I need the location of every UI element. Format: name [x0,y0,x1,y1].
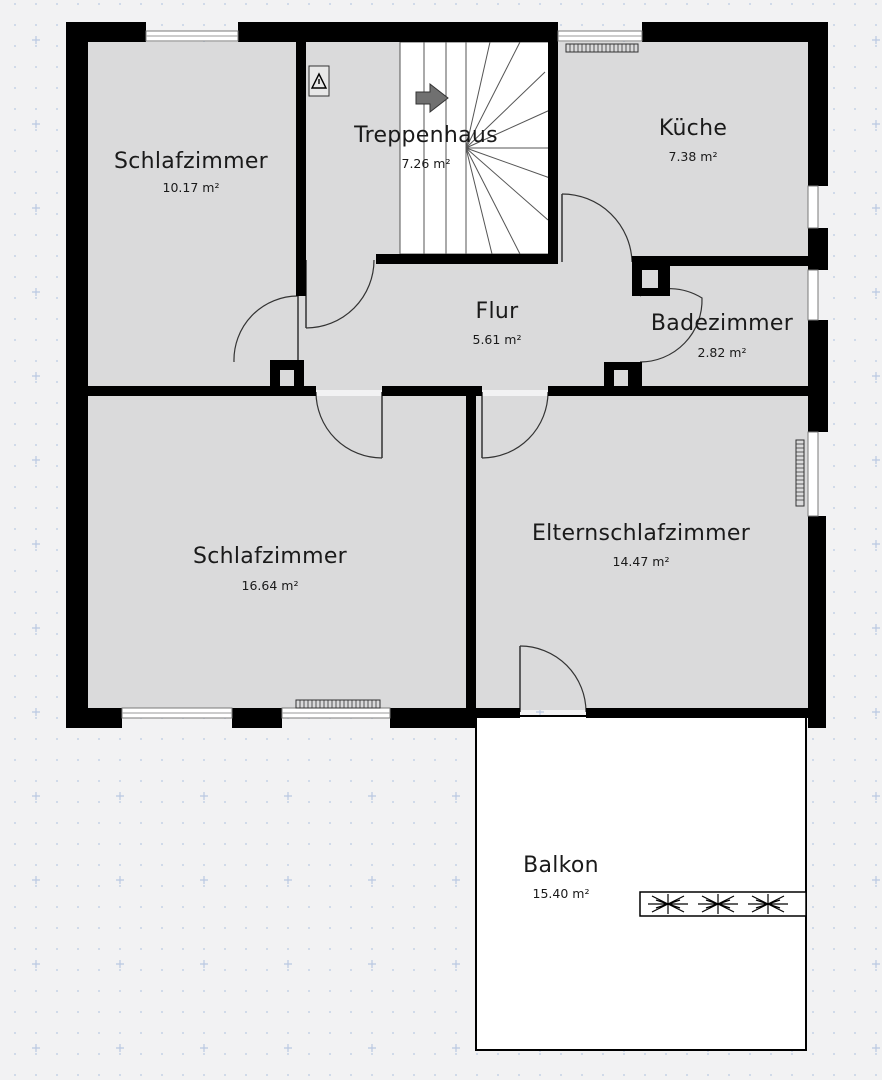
window-eltern [807,431,819,517]
room-name-elternschlafzimmer: Elternschlafzimmer [532,521,751,546]
floor-kueche [556,42,808,256]
walls [66,22,828,728]
floor-flur [298,256,640,390]
room-name-badezimmer: Badezimmer [651,311,794,336]
floor-schlafzimmer-2 [88,396,466,710]
window-kueche-right [807,185,819,229]
room-name-treppenhaus: Treppenhaus [353,123,498,148]
plant-planter-icon [639,891,807,917]
warning-triangle-icon [308,65,330,97]
room-area-badezimmer: 2.82 m² [698,345,747,360]
room-name-flur: Flur [476,299,520,324]
floor-elternschlafzimmer [476,396,808,710]
room-area-kueche: 7.38 m² [669,149,718,164]
room-area-elternschlafzimmer: 14.47 m² [613,554,670,569]
room-name-kueche: Küche [659,116,727,141]
room-area-schlafzimmer-2: 16.64 m² [242,578,299,593]
windows [121,30,819,719]
room-labels: Schlafzimmer 10.17 m² Treppenhaus 7.26 m… [114,116,794,901]
room-name-schlafzimmer-2: Schlafzimmer [193,544,348,569]
radiators [295,43,805,709]
arrow-right-icon [415,82,449,114]
room-name-schlafzimmer-1: Schlafzimmer [114,149,269,174]
window-bad [807,269,819,321]
room-area-flur: 5.61 m² [473,332,522,347]
room-area-balkon: 15.40 m² [533,886,590,901]
room-area-schlafzimmer-1: 10.17 m² [163,180,220,195]
floor-balkon [475,715,807,1051]
room-area-treppenhaus: 7.26 m² [402,156,451,171]
floor-schlafzimmer-1 [88,42,298,388]
room-name-balkon: Balkon [523,853,599,878]
